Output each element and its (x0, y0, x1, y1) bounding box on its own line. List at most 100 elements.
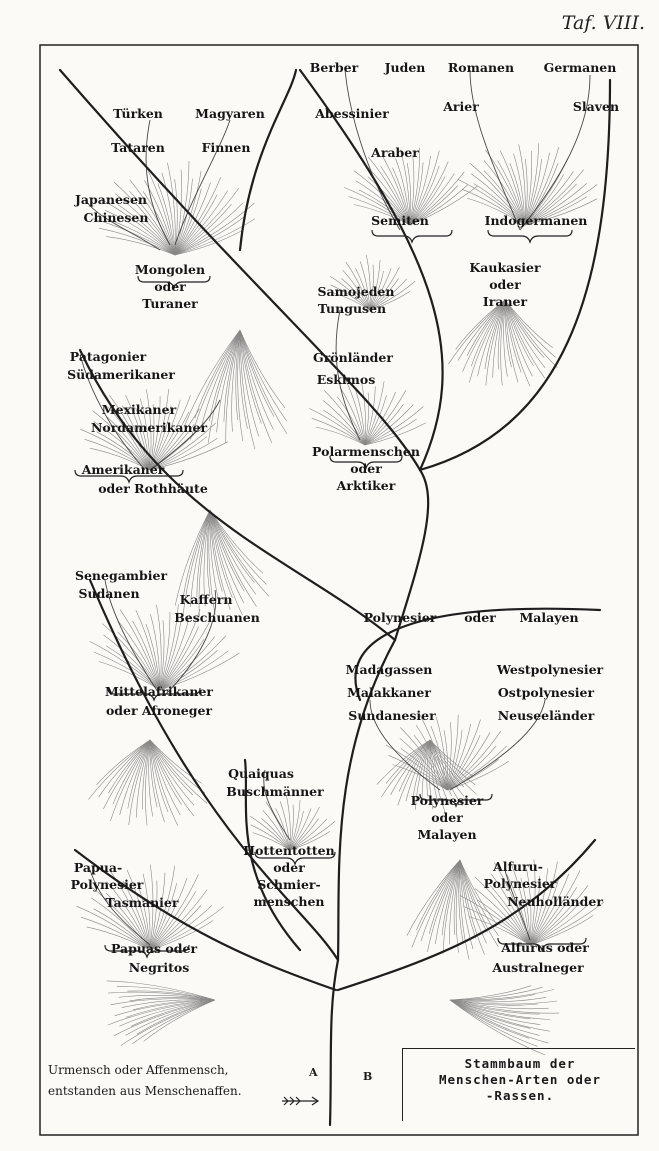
plume-stroke (198, 509, 211, 617)
plume-stroke (364, 392, 369, 446)
plume-stroke (159, 652, 240, 691)
plume-stroke (506, 874, 531, 946)
plume-stroke (446, 729, 463, 791)
plume-stroke (504, 299, 558, 368)
plume-stroke (174, 509, 211, 606)
plume-stroke (108, 739, 151, 794)
plume-stroke (358, 189, 411, 226)
plume-stroke (174, 177, 221, 256)
plume-stroke (265, 801, 291, 851)
tree-branches (79, 69, 591, 946)
plume-stroke (174, 169, 183, 256)
plume-stroke (459, 859, 488, 933)
plume-stroke (102, 623, 161, 691)
plume-stroke (110, 739, 151, 821)
plume-stroke (529, 885, 589, 946)
plume-stroke (343, 187, 411, 226)
plume-stroke (458, 859, 464, 943)
plume-stroke (509, 162, 526, 226)
plume-stroke (239, 329, 272, 443)
plume-stroke (105, 892, 151, 951)
label-senegambier: Senegambier (74, 568, 168, 583)
label-abessinier: Abessinier (315, 106, 389, 121)
label-polynesier-top-2: oder (464, 610, 496, 625)
plume-stroke (174, 202, 244, 256)
label-alfuru-2: Polynesier (483, 876, 557, 891)
label-kaukasier-1: Kaukasier (469, 260, 541, 275)
trunk-right (336, 838, 597, 992)
plume-stroke (150, 614, 161, 691)
label-polynesier-3: Malayen (417, 827, 477, 842)
plume-stroke (513, 153, 526, 226)
plume-stroke (504, 299, 545, 358)
plume-stroke (415, 739, 431, 810)
plume-stroke (98, 739, 151, 798)
plume-stroke (449, 859, 461, 945)
label-slaven: Slaven (572, 99, 620, 114)
plume-stroke (364, 386, 376, 446)
plume-stroke (129, 190, 176, 256)
marker-a: A (309, 1066, 318, 1079)
plume-stroke (398, 739, 431, 792)
plume-stroke (148, 739, 153, 817)
label-neuseelaender: Neuseeländer (497, 708, 595, 723)
label-polynesier-1: Polynesier (410, 793, 484, 808)
plume-stroke (446, 735, 481, 791)
label-juden: Juden (384, 60, 426, 75)
plume-stroke (364, 395, 387, 446)
plume-stroke (449, 994, 536, 1001)
plume-stroke (309, 408, 366, 446)
plume-stroke (90, 897, 151, 951)
plume-stroke (490, 873, 531, 946)
plume-stroke (194, 329, 241, 419)
plume-stroke (341, 278, 371, 311)
plume-stroke (235, 329, 241, 421)
label-polar-2: oder (350, 461, 382, 476)
plate-title: Stammbaum der Menschen-Arten oder -Rasse… (410, 1056, 630, 1104)
plume-stroke (174, 178, 178, 256)
plume-stroke (109, 219, 176, 256)
plume-stroke (529, 870, 581, 946)
plume-stroke (289, 804, 294, 851)
marker-b: B (363, 1070, 373, 1083)
plume-stroke (359, 261, 371, 311)
plume-stroke (524, 174, 564, 226)
plume-stroke (289, 818, 327, 851)
plume-stroke (364, 418, 417, 446)
plume-stroke (289, 831, 331, 851)
plume-stroke (406, 859, 461, 936)
plume-stroke (499, 150, 526, 226)
plume-stroke (469, 299, 506, 383)
plume-stroke (89, 641, 161, 691)
plume-stroke (106, 881, 151, 951)
plume-stroke (209, 509, 243, 616)
trunk-center (336, 638, 397, 962)
label-japanesen: Japanesen (75, 192, 147, 207)
label-hottentotten-2: oder (273, 860, 305, 875)
plume-stroke (174, 160, 190, 256)
plume-stroke (518, 144, 526, 226)
plume-stroke (145, 739, 151, 826)
plume-stroke (209, 509, 257, 607)
plume-stroke (474, 888, 531, 946)
plume-stroke (149, 739, 158, 808)
plume-stroke (206, 509, 211, 596)
plume-stroke (289, 808, 312, 851)
label-polynesier-top-1: Polynesier (363, 610, 437, 625)
plume-stroke (200, 329, 241, 431)
plume-stroke (457, 299, 506, 361)
plume-stroke (161, 172, 176, 256)
plume-stroke (369, 278, 407, 311)
plume-stroke (127, 990, 216, 1001)
plume-stroke (149, 395, 191, 471)
plume-stroke (427, 859, 461, 952)
plume-stroke (360, 380, 366, 446)
label-polynesier-top-3: Malayen (519, 610, 579, 625)
plume-stroke (459, 859, 470, 960)
plume-stroke (342, 270, 371, 311)
plume-stroke (239, 329, 262, 424)
caption-line-1: Urmensch oder Affenmensch, (48, 1063, 229, 1077)
plume-stroke (107, 999, 216, 1026)
plume-stroke (121, 405, 151, 471)
plume-stroke (144, 180, 176, 256)
